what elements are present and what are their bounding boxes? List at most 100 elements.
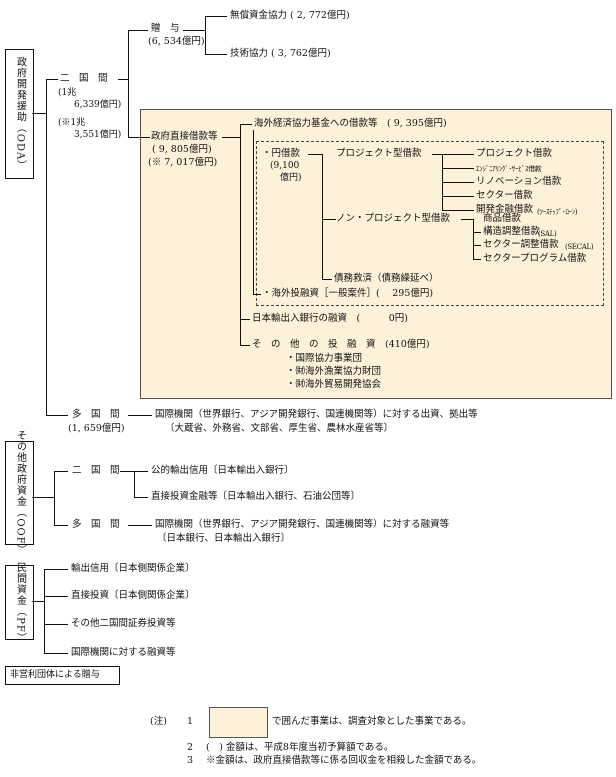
dev-finance-loan: 開発金融借款 [476,204,534,215]
line [473,245,481,246]
line [128,415,152,416]
oda-bilateral-recovery-2: 3,551億円) [74,130,122,140]
yen-loans: ・円借款 [262,148,301,159]
yen-loans-amount-2: 億円) [280,173,302,183]
notes-label: (注) [150,716,167,727]
direct-loans: 政府直接借款等 [151,131,218,142]
two-step-loan-tag: (ﾂｰｽﾃｯﾌﾟ･ﾛｰﾝ) [537,208,578,216]
oof-label: その他政府資金（OOF） [14,430,26,556]
oof-multilateral: 多 国 間 [72,519,120,530]
line [128,30,129,137]
note-1-text: で囲んだ事業は、調査対象とした事業である。 [272,716,472,727]
line [442,168,474,169]
trade-association: ・㈶海外貿易開発協会 [286,379,382,390]
line [128,30,148,31]
legend-swatch [209,707,268,738]
grant-aid: 無償資金協力 ( 2, 772億円) [230,10,350,21]
sector-adjustment-loan: セクター調整借款 [483,239,559,250]
pf-export-credit: 輸出信用〔日本側関係企業〕 [71,563,195,574]
line [44,569,45,653]
line [128,525,152,526]
line [205,16,227,17]
line [46,79,47,415]
line [183,30,205,31]
sector-program-loan: セクタープログラム借款 [483,253,587,264]
line [442,196,474,197]
non-project-loans: ノン・プロジェクト型借款 [336,213,451,224]
note-1-number: 1 [187,716,194,727]
line [442,182,474,183]
note-2-text: ( ) 金額は、平成8年度当初予算額である。 [206,742,394,753]
note-3-text: ※金額は、政府直接借款等に係る回収金を相殺した金額である。 [206,755,482,766]
oof-multilateral-banks: 〔日本銀行、日本輸出入銀行〕 [157,533,291,544]
engineering-service-loan: ｴﾝｼﾞﾆｱﾘﾝｸﾞ･ｻｰﾋﾞｽ借款 [476,165,542,173]
line [134,471,135,497]
line [44,569,68,570]
line [442,154,474,155]
other-investment: そ の 他 の 投 融 資 (410億円) [252,339,430,350]
oof-box: その他政府資金（OOF） [5,430,34,556]
line [461,219,473,220]
line [240,124,252,125]
line [46,79,58,80]
debt-relief: 債務救済（債務繰延べ） [334,273,439,284]
pf-direct-investment: 直接投資〔日本側関係企業〕 [71,590,195,601]
oof-export-credit: 公的輸出信用〔日本輸出入銀行〕 [151,465,294,476]
direct-loans-amount: ( 9, 805億円) [152,144,212,155]
line [253,294,261,295]
oda-multilateral: 多 国 間 [72,409,120,420]
oda-label: 政府開発援助（ODA） [14,56,26,172]
line [442,210,474,211]
oda-bilateral-amount-2: 6,339億円) [74,100,122,110]
line [322,219,336,220]
secal-tag: (SECAL) [565,243,594,251]
line [54,471,55,525]
note-3-number: 3 [187,755,194,766]
grant-amount: (6, 534億円) [148,36,205,47]
oof-multilateral-desc: 国際機関（世界銀行、アジア開発銀行、国連機関等）に対する融資等 [155,519,450,530]
jica: ・国際協力事業団 [286,353,363,364]
commodity-loan: 商品借款 [483,213,522,224]
line [240,319,250,320]
oof-direct-investment: 直接投資金融等〔日本輸出入銀行、石油公団等〕 [151,491,361,502]
grant-label: 贈 与 [151,23,180,34]
pf-intl-finance: 国際機関に対する融資等 [71,647,176,658]
line [473,219,474,259]
line [205,16,206,54]
structural-adjustment-loan: 構造調整借款 [483,226,541,237]
direct-loans-recovery: (※ 7, 017億円) [148,157,218,168]
line [253,130,254,294]
pf-box: 民間資金（PF） [5,562,34,643]
oda-multilateral-desc: 国際機関（世界銀行、アジア開発銀行、国連機関等）に対する出資、拠出等 [155,409,478,420]
survey-target-region [140,109,612,399]
line [240,345,250,346]
line [205,54,227,55]
oda-bilateral-recovery-1: (※1兆 [58,118,86,128]
line [44,653,68,654]
oda-multilateral-amount: (1, 659億円) [68,423,125,434]
pf-label: 民間資金（PF） [14,561,26,644]
renovation-loan: リノベーション借款 [476,176,562,187]
fishery-foundation: ・㈶海外漁業協力財団 [286,366,382,377]
project-type-loans: プロジェクト型借款 [336,148,422,159]
oda-bilateral: 二 国 間 [60,73,108,84]
line [54,471,68,472]
line [54,525,68,526]
sal-tag: (SAL) [538,230,557,238]
yen-loans-amount-1: (9,100 [270,161,300,171]
nonprofit-label: 非営利団体による贈与 [10,670,100,680]
line [222,137,240,138]
line [32,601,44,602]
line [44,596,68,597]
line [134,471,148,472]
oda-box: 政府開発援助（ODA） [5,49,34,179]
line [322,279,332,280]
pf-securities: その他二国間証券投資等 [71,618,176,629]
overseas-investment: ・海外投融資［一般案件］( 295億円) [262,288,434,299]
line [120,471,134,472]
yen-loan-region [256,141,604,306]
oof-bilateral: 二 国 間 [72,465,120,476]
oda-bilateral-amount-1: (1兆 [58,88,77,98]
line [32,497,54,498]
sector-loan: セクター借款 [476,190,533,201]
